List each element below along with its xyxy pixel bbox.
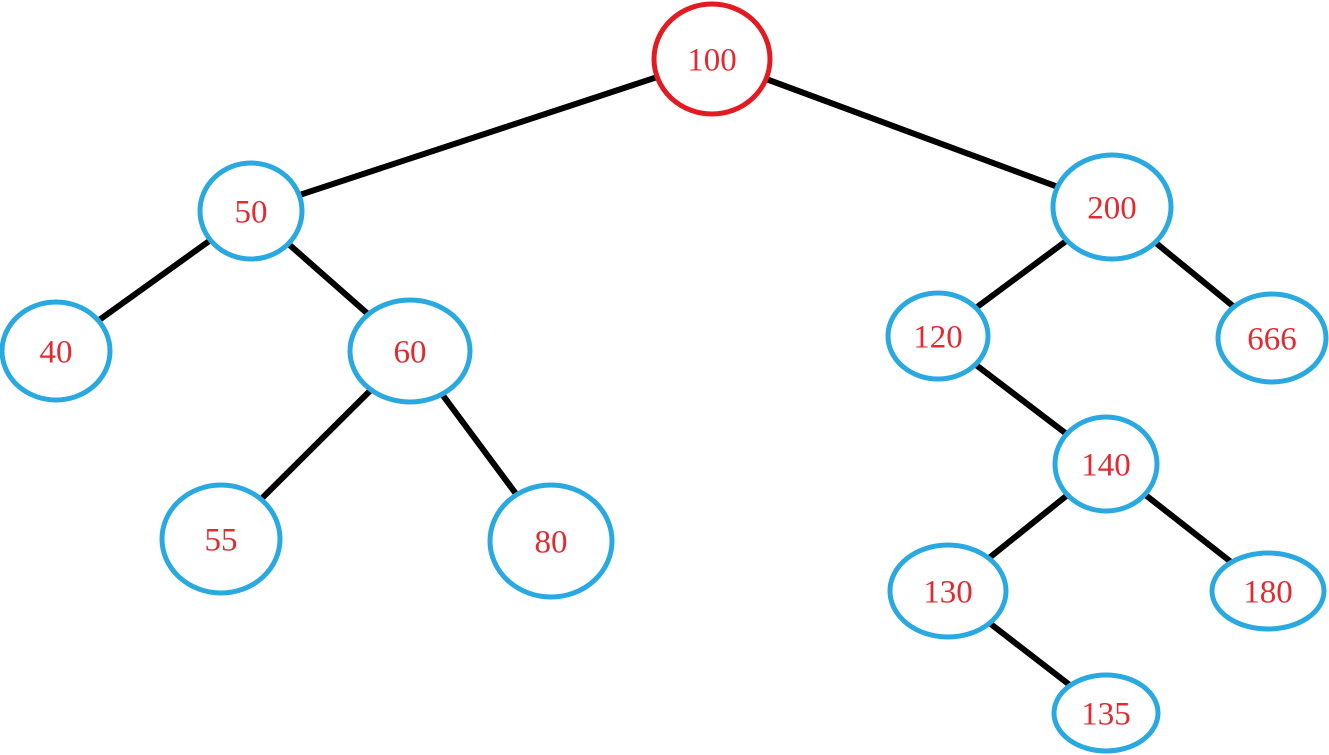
node-value-label: 200 [1087, 191, 1137, 227]
node-value-label: 50 [235, 195, 268, 231]
tree-node-180: 180 [1209, 550, 1327, 632]
root-node-circle [651, 1, 773, 117]
tree-node-140: 140 [1052, 414, 1160, 514]
node-value-label: 120 [913, 320, 963, 356]
node-value-label: 55 [205, 523, 238, 559]
node-value-label: 40 [40, 335, 73, 371]
tree-edge-100-50 [250, 56, 713, 214]
tree-node-60: 60 [347, 297, 473, 405]
tree-node-50: 50 [197, 160, 305, 262]
node-circle [1209, 550, 1327, 632]
tree-node-100: 100 [651, 1, 773, 117]
node-value-label: 100 [687, 43, 737, 79]
node-circle [1051, 672, 1161, 754]
node-circle [197, 160, 305, 262]
node-circle [1215, 291, 1329, 385]
node-circle [0, 299, 113, 403]
node-value-label: 80 [535, 525, 568, 561]
node-circle [487, 482, 615, 600]
node-value-label: 140 [1081, 448, 1131, 484]
node-circle [885, 290, 991, 382]
node-circle [887, 542, 1009, 640]
tree-node-40: 40 [0, 299, 113, 403]
node-value-label: 60 [394, 335, 427, 371]
node-value-label: 666 [1247, 322, 1297, 358]
node-value-label: 135 [1081, 697, 1131, 733]
node-circle [1050, 152, 1174, 262]
node-value-label: 130 [923, 575, 973, 611]
tree-node-130: 130 [887, 542, 1009, 640]
node-circle [1052, 414, 1160, 514]
node-circle [347, 297, 473, 405]
tree-node-55: 55 [159, 482, 283, 596]
tree-node-200: 200 [1050, 152, 1174, 262]
tree-node-120: 120 [885, 290, 991, 382]
node-circle [159, 482, 283, 596]
tree-node-666: 666 [1215, 291, 1329, 385]
tree-node-135: 135 [1051, 672, 1161, 754]
tree-node-80: 80 [487, 482, 615, 600]
node-value-label: 180 [1243, 575, 1293, 611]
tree-edge-100-200 [710, 56, 1114, 210]
